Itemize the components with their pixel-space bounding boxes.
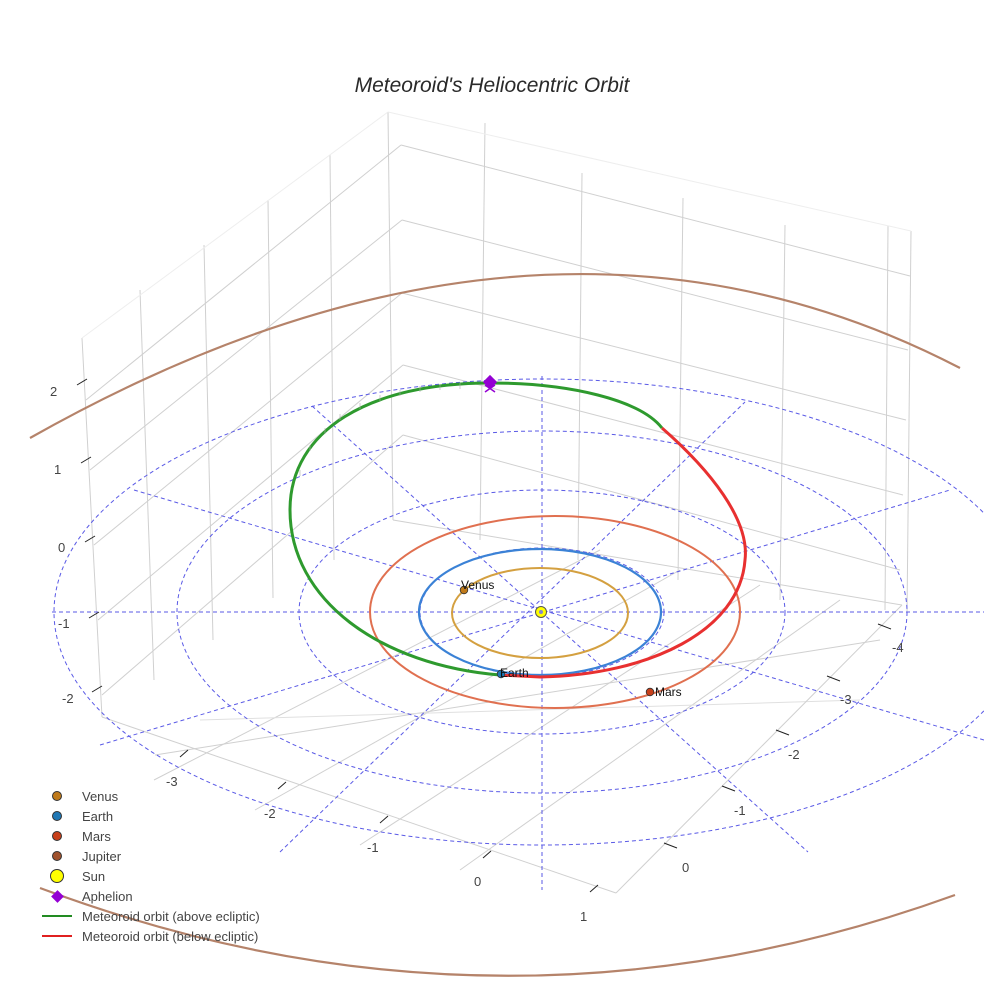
svg-text:-2: -2 <box>788 747 800 762</box>
svg-text:-1: -1 <box>367 840 379 855</box>
svg-text:-3: -3 <box>840 692 852 707</box>
svg-text:1: 1 <box>580 909 587 924</box>
jupiter-circle-icon <box>40 848 74 864</box>
legend-label: Sun <box>82 868 106 884</box>
venus-orbit <box>451 567 629 659</box>
venus-point-label: Venus <box>461 578 494 592</box>
drop-lines <box>299 383 461 476</box>
svg-text:0: 0 <box>682 860 689 875</box>
legend-label: Venus <box>82 788 119 804</box>
ecliptic-grid <box>52 376 984 890</box>
earth-marker[interactable] <box>496 669 506 679</box>
svg-text:-2: -2 <box>62 691 74 706</box>
aphelion-x-icon <box>484 384 496 393</box>
svg-text:-4: -4 <box>892 640 904 655</box>
svg-text:-3: -3 <box>166 774 178 789</box>
mars-point-label: Mars <box>655 685 682 699</box>
svg-text:0: 0 <box>58 540 65 555</box>
chart-title: Meteoroid's Heliocentric Orbit <box>354 74 630 97</box>
legend-label: Jupiter <box>82 848 122 864</box>
meteoroid-orbit-above <box>288 381 664 677</box>
y-tick-labels: 0 -1 -2 -3 -4 <box>682 640 904 875</box>
svg-text:2: 2 <box>50 384 57 399</box>
venus-marker[interactable] <box>459 585 469 595</box>
legend-label: Meteoroid orbit (above ecliptic) <box>82 908 260 924</box>
legend-label: Mars <box>82 828 111 844</box>
svg-text:-1: -1 <box>734 803 746 818</box>
legend-item-mars[interactable]: Mars <box>40 826 260 846</box>
legend-item-aphelion[interactable]: Aphelion <box>40 886 260 906</box>
legend-item-jupiter[interactable]: Jupiter <box>40 846 260 866</box>
venus-circle-icon <box>40 788 74 804</box>
meteoroid-orbit-below <box>499 426 747 679</box>
svg-text:0: 0 <box>474 874 481 889</box>
legend-label: Earth <box>82 808 114 824</box>
sun-circle-icon <box>40 868 74 884</box>
mars-orbit <box>369 515 741 709</box>
green-line-icon <box>40 908 74 924</box>
red-line-icon <box>40 928 74 944</box>
legend-item-orbit-above[interactable]: Meteoroid orbit (above ecliptic) <box>40 906 260 926</box>
jupiter-orbit <box>29 273 961 439</box>
legend-item-venus[interactable]: Venus <box>40 786 260 806</box>
mars-marker[interactable] <box>645 687 655 697</box>
axis-ticks <box>76 378 892 893</box>
box-grid <box>81 111 912 894</box>
earth-point-label: Earth <box>500 666 529 680</box>
legend: Venus Earth Mars Jupiter Sun Aphelion Me… <box>40 786 260 946</box>
legend-item-earth[interactable]: Earth <box>40 806 260 826</box>
mars-circle-icon <box>40 828 74 844</box>
aphelion-marker[interactable] <box>482 374 498 390</box>
svg-text:-2: -2 <box>264 806 276 821</box>
jupiter-orbit-front <box>39 886 956 977</box>
earth-orbit <box>417 547 663 677</box>
legend-label: Aphelion <box>82 888 133 904</box>
legend-item-sun[interactable]: Sun <box>40 866 260 886</box>
svg-text:-1: -1 <box>58 616 70 631</box>
sun-core <box>539 610 543 614</box>
svg-text:1: 1 <box>54 462 61 477</box>
aphelion-diamond-icon <box>40 888 74 904</box>
z-tick-labels: 2 1 0 -1 -2 <box>50 384 74 706</box>
legend-label: Meteoroid orbit (below ecliptic) <box>82 928 259 944</box>
earth-circle-icon <box>40 808 74 824</box>
legend-item-orbit-below[interactable]: Meteoroid orbit (below ecliptic) <box>40 926 260 946</box>
x-tick-labels: -3 -2 -1 0 1 <box>166 774 587 924</box>
